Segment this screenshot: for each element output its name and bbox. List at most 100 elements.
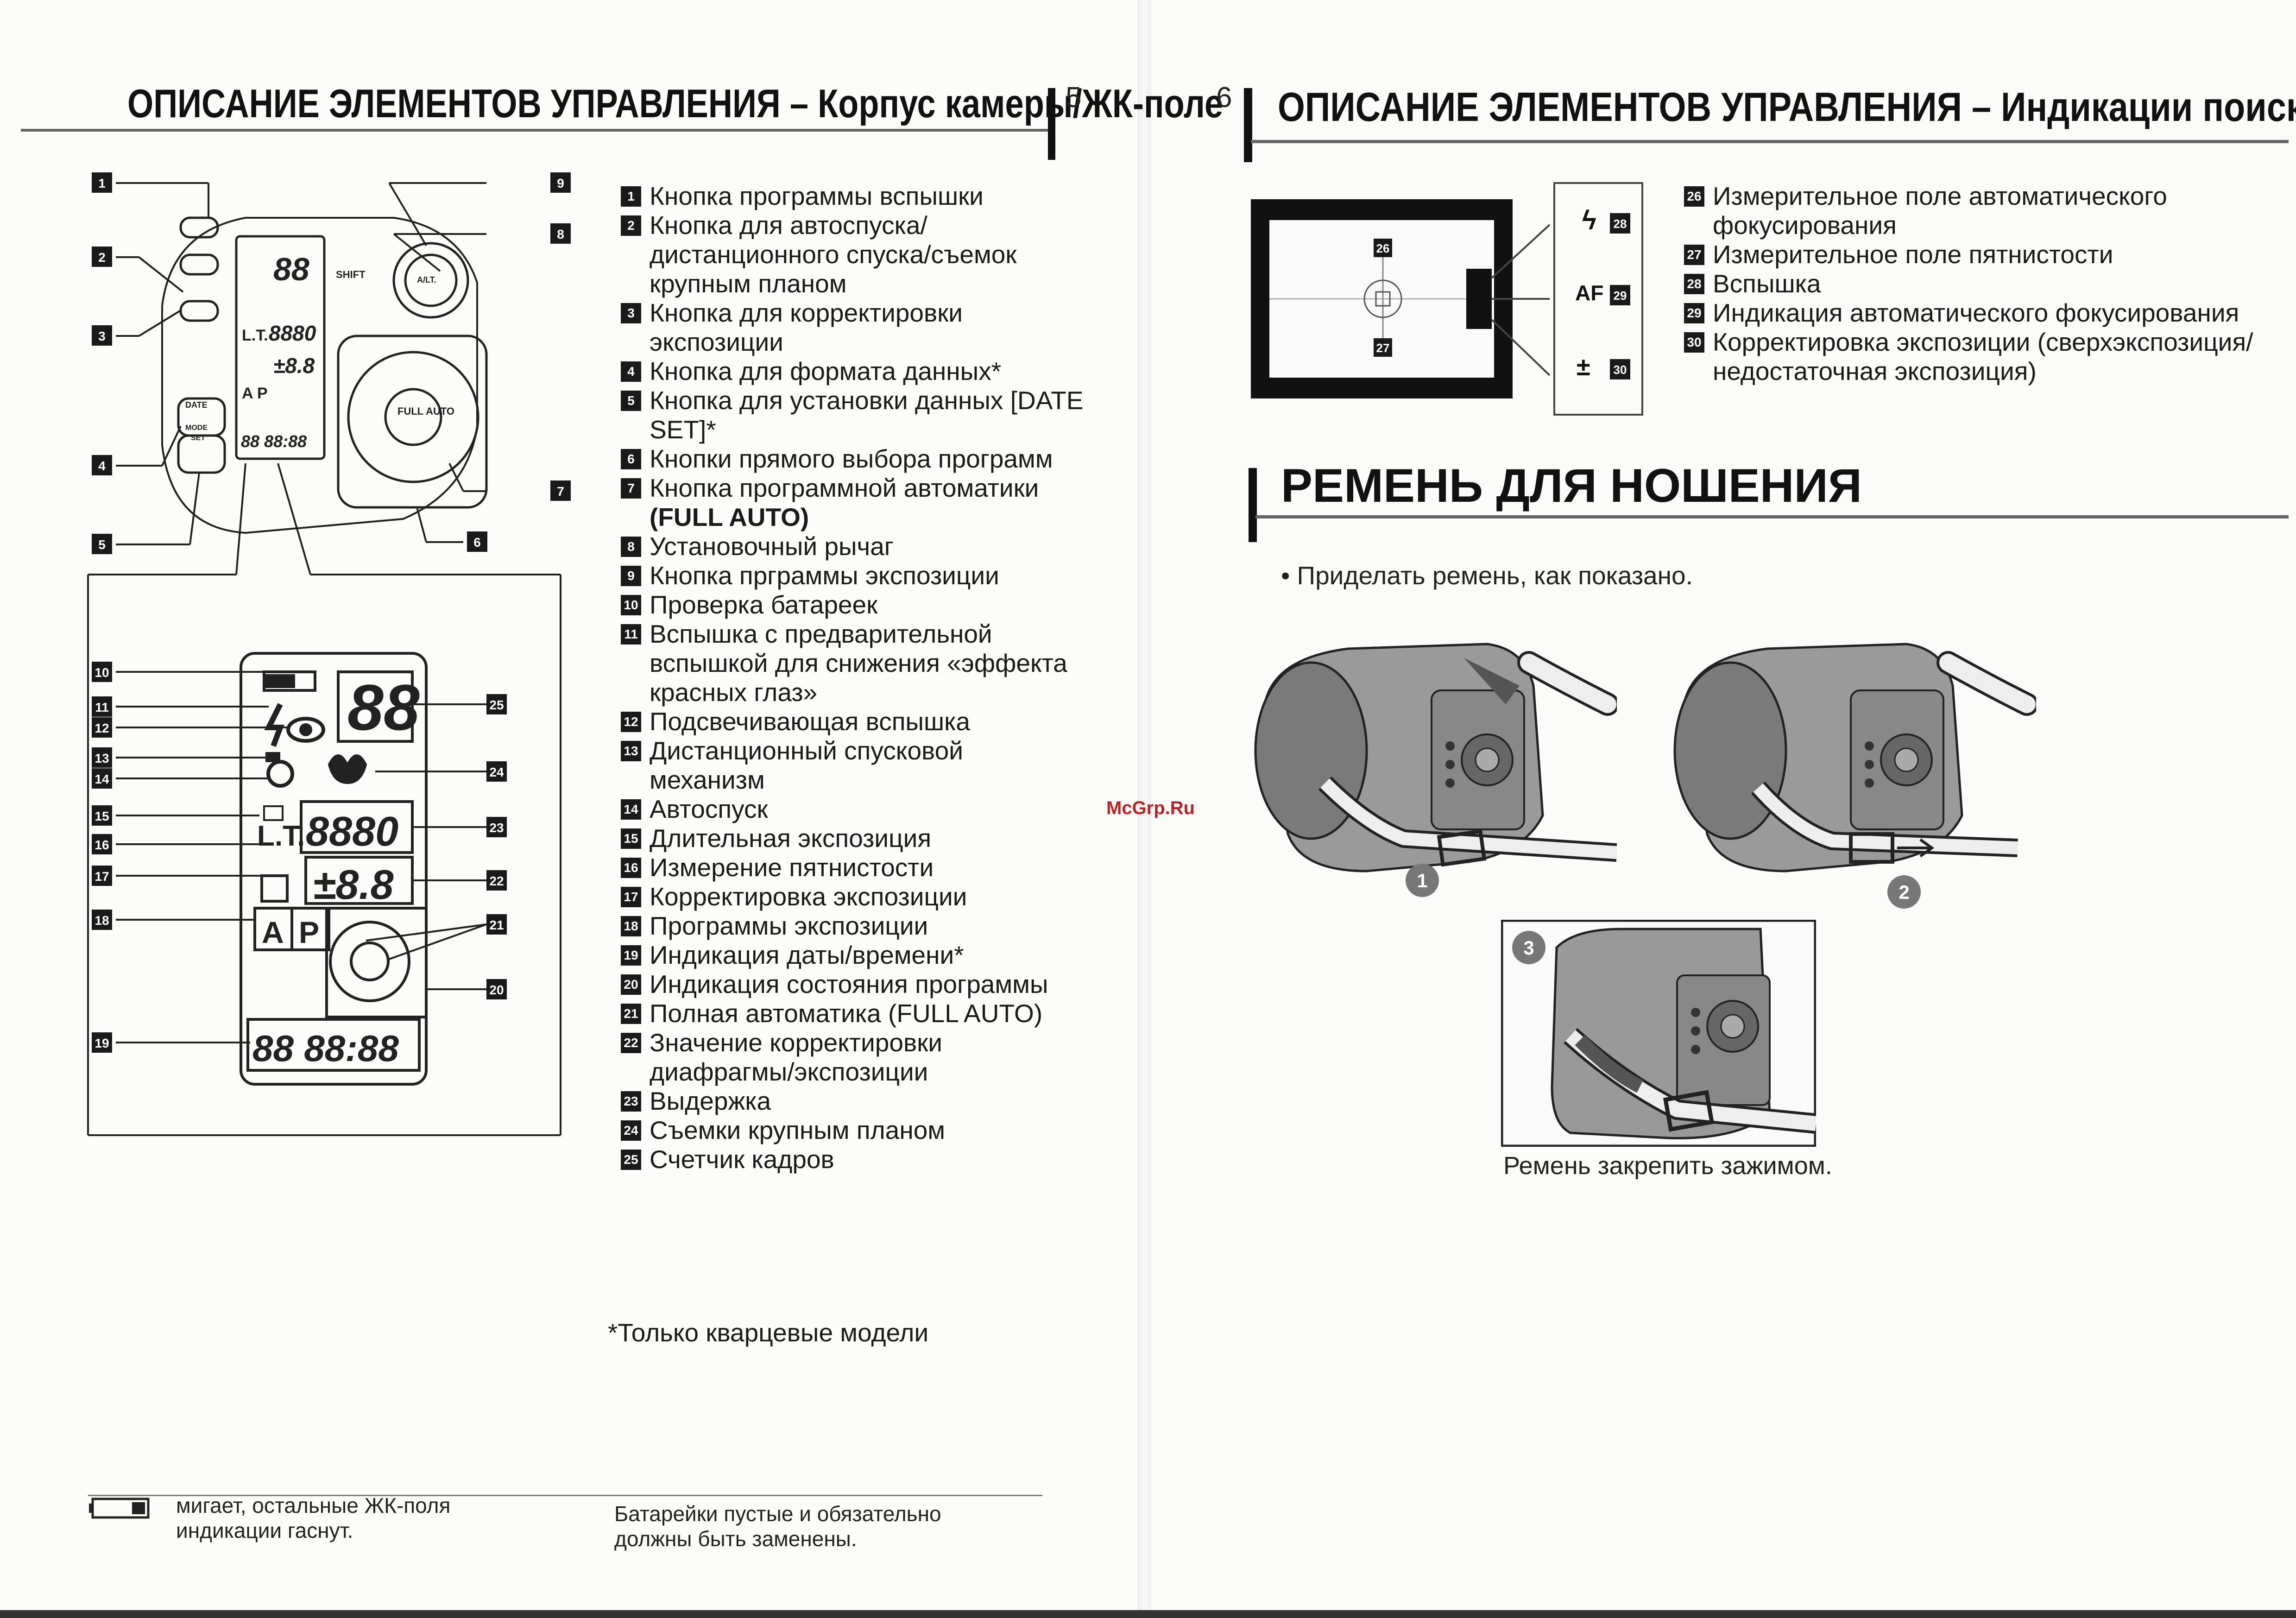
svg-text:A: A (242, 385, 253, 402)
strap-heading-bar (1249, 468, 1257, 542)
legend-text: Кнопка программной автоматики (650, 474, 1039, 502)
legend-text: Измерительное поле пятнистости (1713, 240, 2113, 269)
legend-text: Вспышка с предварительной вспышкой для с… (650, 619, 1067, 707)
svg-text:AF: AF (1575, 281, 1603, 305)
svg-text:11: 11 (95, 700, 109, 714)
legend-number-badge: 13 (621, 741, 641, 761)
svg-text:15: 15 (95, 809, 109, 823)
svg-text:25: 25 (489, 698, 504, 712)
legend-text: Кнопка для корректировки экспозиции (650, 298, 963, 356)
svg-text:P: P (299, 915, 319, 949)
svg-text:9: 9 (557, 176, 564, 190)
legend-number-badge: 8 (621, 537, 641, 557)
svg-text:28: 28 (1614, 217, 1627, 231)
legend-text: Автоспуск (650, 795, 768, 823)
legend-item: 4 Кнопка для формата данных* (621, 357, 1084, 386)
svg-text:14: 14 (95, 772, 109, 786)
svg-text:30: 30 (1614, 363, 1627, 377)
legend-number-badge: 11 (621, 624, 641, 645)
svg-text:MODE: MODE (185, 424, 208, 432)
legend-item: 21 Полная автоматика (FULL AUTO) (621, 999, 1084, 1028)
legend-text: Счетчик кадров (650, 1145, 834, 1174)
legend-item: 1 Кнопка программы вспышки (621, 182, 1084, 211)
right-title-rule (1251, 140, 2289, 143)
right-page-title: ОПИСАНИЕ ЭЛЕМЕНТОВ УПРАВЛЕНИЯ – Индикаци… (1278, 84, 2296, 130)
svg-text:ϟ: ϟ (1582, 205, 1596, 235)
svg-text:88: 88 (347, 671, 420, 744)
svg-text:4: 4 (98, 459, 106, 473)
legend-text: Дистанционный спусковой механизм (650, 736, 963, 794)
legend-item: 8 Установочный рычаг (621, 532, 1084, 561)
legend-number-badge: 23 (621, 1091, 641, 1112)
legend-number-badge: 15 (621, 828, 641, 849)
svg-text:13: 13 (95, 751, 109, 765)
legend-number-badge: 1 (621, 186, 641, 207)
legend-number-badge: 21 (621, 1004, 641, 1024)
legend-text: Кнопка для автоспуска/ дистанционного сп… (650, 211, 1017, 298)
legend-text: Полная автоматика (FULL AUTO) (650, 999, 1043, 1028)
svg-text:2: 2 (98, 250, 106, 265)
legend-text: Корректировка экспозиции (650, 882, 967, 911)
battery-icon (89, 1498, 150, 1519)
legend-text: Длительная экспозиция (650, 824, 932, 853)
legend-text: Съемки крупным планом (650, 1116, 946, 1144)
svg-text:±8.8: ±8.8 (273, 354, 315, 378)
legend-number-badge: 4 (621, 361, 641, 382)
legend-text: Установочный рычаг (650, 532, 894, 561)
svg-text:L.T.: L.T. (242, 327, 268, 344)
svg-text:3: 3 (98, 329, 106, 343)
legend-number-badge: 26 (1684, 186, 1704, 207)
svg-text:20: 20 (489, 983, 504, 997)
svg-text:±: ± (1577, 353, 1590, 381)
legend-text: Программы экспозиции (650, 911, 928, 940)
svg-text:27: 27 (1376, 341, 1390, 355)
svg-text:29: 29 (1614, 289, 1627, 303)
left-title-bar (1048, 88, 1055, 160)
svg-text:3: 3 (1523, 937, 1534, 959)
svg-text:DATE: DATE (185, 400, 208, 410)
battery-note-right: Батарейки пустые и обязательно должны бы… (614, 1502, 941, 1551)
legend-number-badge: 30 (1684, 332, 1704, 353)
legend-number-badge: 22 (621, 1033, 641, 1053)
legend-text: Значение корректировки диафрагмы/экспози… (650, 1028, 942, 1086)
svg-text:1: 1 (98, 176, 106, 190)
legend-text: Измерение пятнистости (650, 853, 934, 882)
legend-number-badge: 5 (621, 391, 641, 411)
legend-text: Индикация состояния программы (650, 970, 1048, 999)
svg-text:22: 22 (489, 874, 504, 888)
viewfinder-diagram: 26 27 ϟ AF ± 28 29 30 (1251, 182, 1643, 416)
legend-number-badge: 6 (621, 449, 641, 469)
legend-bold-text: (FULL AUTO) (650, 503, 809, 531)
legend-item: 16 Измерение пятнистости (621, 853, 1084, 882)
legend-number-badge: 16 (621, 858, 641, 878)
legend-number-badge: 14 (621, 799, 641, 820)
legend-text: Кнопка для формата данных* (650, 357, 1002, 386)
svg-text:L.T.: L.T. (257, 820, 305, 852)
right-title-bar (1244, 88, 1252, 162)
strap-illustration-step3: 3 (1501, 920, 1816, 1147)
legend-item: 14 Автоспуск (621, 795, 1084, 824)
right-page-number: 6 (1216, 82, 1232, 114)
battery-note-left: мигает, остальные ЖК-поля индикации гасн… (176, 1493, 451, 1542)
left-page-number: 5 (1066, 82, 1082, 114)
legend-text: Кнопка программы вспышки (650, 182, 984, 210)
svg-text:17: 17 (95, 869, 109, 884)
svg-text:21: 21 (489, 918, 504, 932)
legend-text: Индикация автоматического фокусирования (1713, 298, 2239, 327)
left-page (0, 0, 1144, 1618)
svg-text:2: 2 (1899, 881, 1909, 903)
svg-text:88 88:88: 88 88:88 (241, 432, 307, 451)
